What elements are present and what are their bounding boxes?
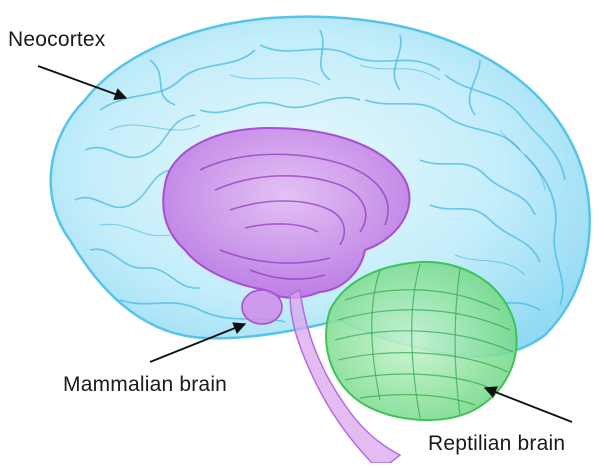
neocortex-label: Neocortex [8,28,106,52]
reptilian-brain-region [326,262,516,420]
reptilian-brain-label: Reptilian brain [428,432,565,456]
reptilian-arrow [485,388,572,422]
mammalian-brain-label: Mammalian brain [63,373,227,397]
